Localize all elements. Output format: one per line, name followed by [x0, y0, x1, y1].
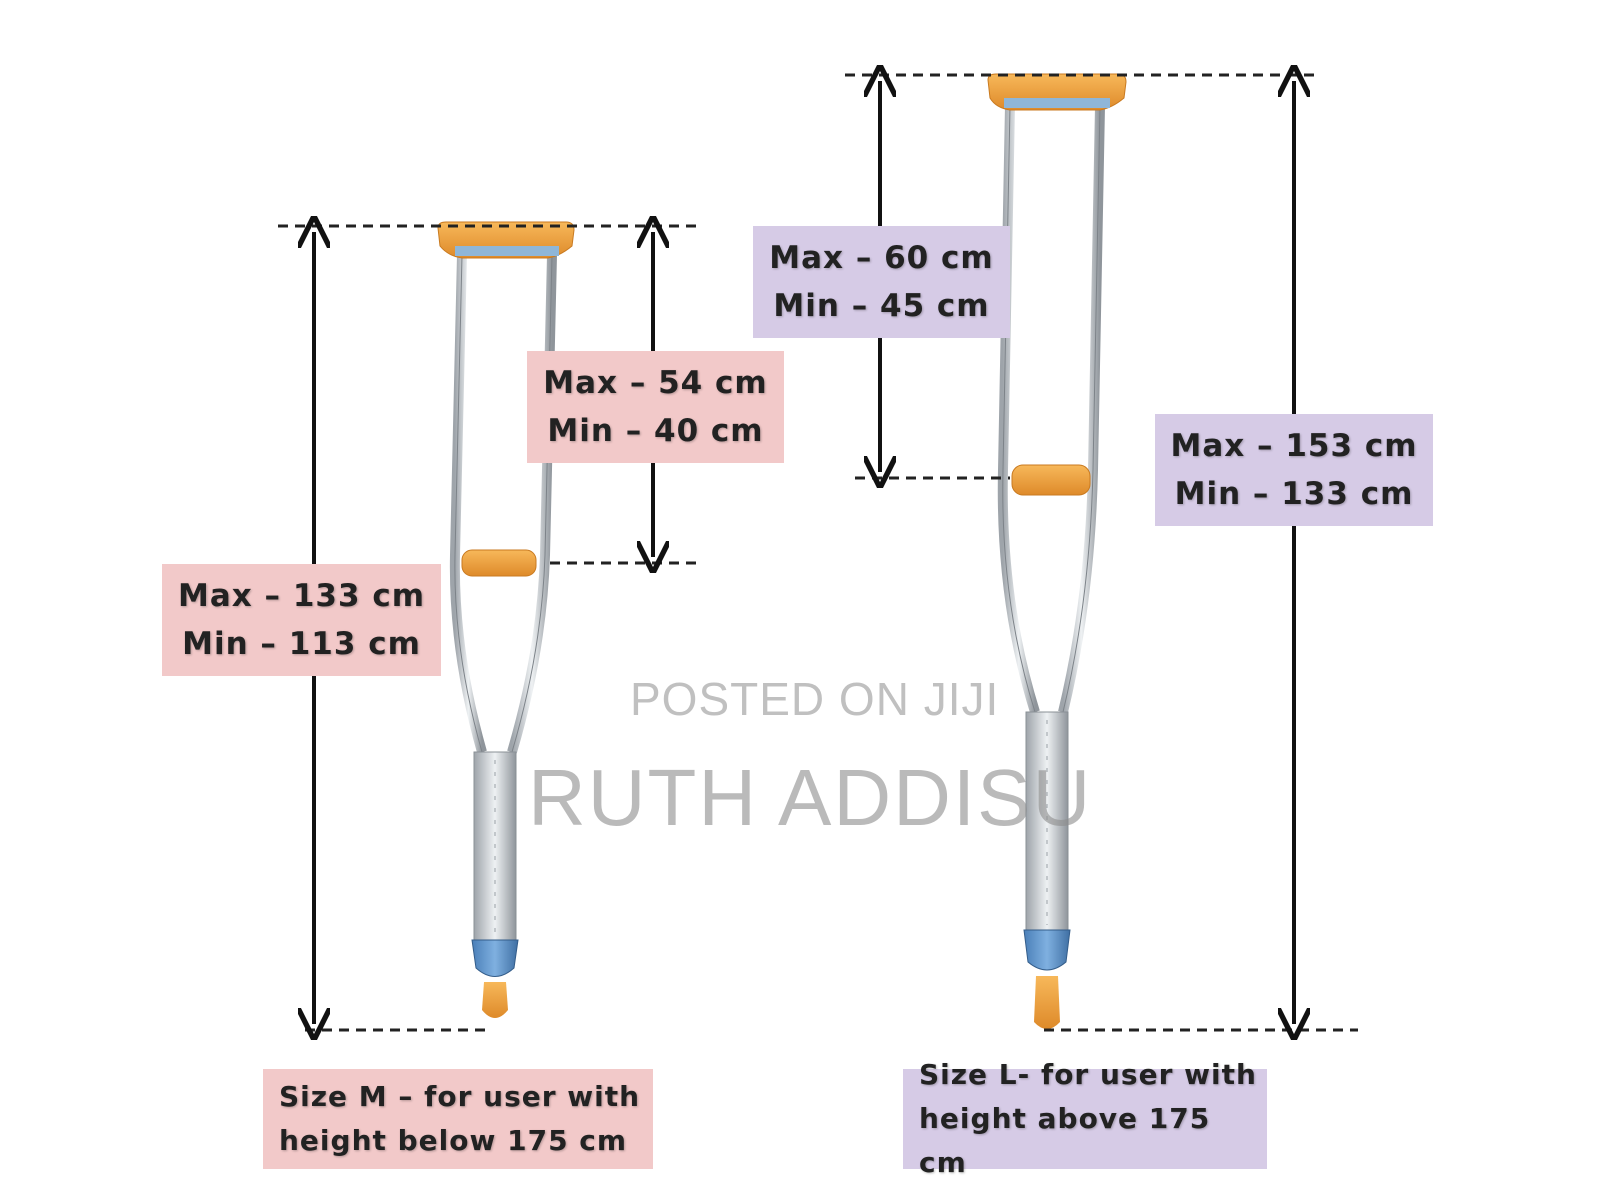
label-l-upper: Max – 60 cm Min – 45 cm: [753, 226, 1010, 338]
crutch-m: [437, 221, 575, 1018]
caption-size-m-line1: Size M – for user with: [279, 1080, 641, 1113]
label-l-overall-min: Min – 133 cm: [1174, 476, 1414, 512]
label-m-overall: Max – 133 cm Min – 113 cm: [162, 564, 441, 676]
label-l-upper-min: Min – 45 cm: [773, 288, 990, 324]
label-m-overall-max: Max – 133 cm: [177, 578, 426, 614]
caption-size-l: Size L- for user with height above 175 c…: [903, 1058, 1267, 1179]
watermark-seller-name: RUTH ADDISU: [528, 753, 1093, 842]
label-m-upper-min: Min – 40 cm: [547, 413, 764, 449]
watermark-posted-on: POSTED ON JIJI: [630, 673, 1000, 725]
label-m-upper-max: Max – 54 cm: [543, 365, 768, 401]
caption-size-l-line1: Size L- for user with: [919, 1058, 1257, 1091]
label-m-upper: Max – 54 cm Min – 40 cm: [527, 351, 784, 463]
caption-size-m-line2: height below 175 cm: [279, 1124, 628, 1157]
crutch-l: [987, 73, 1127, 1029]
label-l-overall-max: Max – 153 cm: [1170, 428, 1418, 464]
caption-size-m: Size M – for user with height below 175 …: [263, 1069, 653, 1169]
label-l-upper-max: Max – 60 cm: [769, 240, 994, 276]
caption-size-l-line2: height above 175 cm: [919, 1102, 1211, 1179]
reference-dashes: [278, 73, 1358, 1032]
label-l-overall: Max – 153 cm Min – 133 cm: [1155, 414, 1433, 526]
label-m-overall-min: Min – 113 cm: [182, 626, 421, 662]
